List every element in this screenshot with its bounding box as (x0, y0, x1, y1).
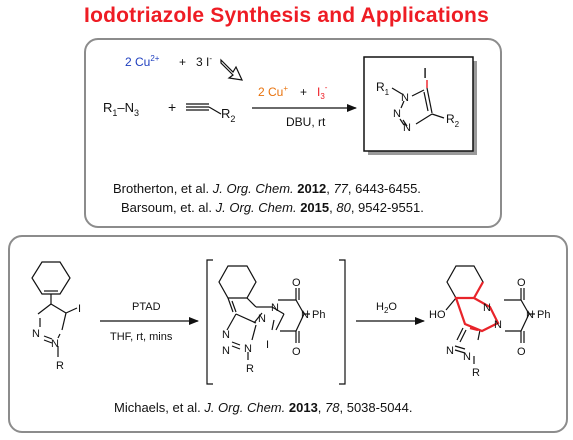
plus-sign: + (168, 99, 176, 115)
bottom-scheme-panel (8, 235, 568, 433)
conditions-label: DBU, rt (286, 115, 326, 129)
n-label: N (258, 313, 266, 325)
o-label: O (292, 277, 301, 289)
iodine-atom: I (423, 65, 427, 82)
ph-label: Ph (537, 309, 550, 321)
n-label: N (463, 351, 471, 363)
r-label: R (56, 360, 64, 372)
water-label: H2O (376, 301, 397, 315)
intermediate-structure (218, 265, 310, 360)
intermediate-brackets (206, 259, 346, 385)
n-label: N (483, 302, 491, 314)
cyclohexenyl-iodotriazole (31, 261, 78, 357)
iodotriazole-product: N N N I R1 R2 (363, 56, 477, 155)
iodo-label: I (78, 303, 81, 315)
iodide-label: 3 I- (196, 54, 212, 69)
page-title: Iodotriazole Synthesis and Applications (84, 4, 489, 27)
azide-reactant: R1–N3 (103, 100, 139, 118)
n-label: N (271, 302, 279, 314)
cu2-label: 2 Cu2+ (125, 54, 160, 69)
ptad-label: PTAD (132, 301, 161, 313)
cu-redox-equation: 2 Cu2+ + 3 I- (125, 54, 244, 81)
hollow-arrow-icon (220, 58, 244, 81)
n-label: N (526, 309, 534, 321)
ring-n1: N (401, 92, 409, 104)
n-label: N (494, 319, 502, 331)
o-label: O (517, 346, 526, 358)
n-label: N (222, 345, 230, 357)
alkyne-reactant: R2 (186, 103, 235, 124)
reference-michaels: Michaels, et al. J. Org. Chem. 2013, 78,… (114, 400, 413, 415)
cu-plus-reagent: 2 Cu+ (258, 84, 288, 99)
iodo-label: I (266, 339, 269, 351)
azide-formula: R1–N3 (103, 100, 139, 118)
product-labels: HO N N O N Ph O N N R (429, 277, 550, 379)
r2-group: R2 (446, 112, 460, 129)
n-label: N (222, 329, 230, 341)
ph-label: Ph (312, 309, 325, 321)
r1-group: R1 (376, 80, 390, 97)
n-label: N (244, 343, 252, 355)
n-label: N (301, 309, 309, 321)
o-label: O (517, 277, 526, 289)
o-label: O (292, 346, 301, 358)
top-scheme-panel (84, 38, 502, 228)
ptad-arrow: PTAD THF, rt, mins (100, 301, 199, 343)
thf-conditions: THF, rt, mins (110, 331, 173, 343)
n-label: N (51, 338, 59, 350)
alkyne-r2: R2 (221, 106, 235, 124)
water-arrow: H2O (356, 301, 425, 325)
r-label: R (472, 367, 480, 379)
highlighted-ring (454, 281, 500, 333)
ring-n3: N (403, 122, 411, 134)
triiodide-reagent: I3- (317, 83, 328, 101)
reference-barsoum: Barsoum, et. al. J. Org. Chem. 2015, 80,… (121, 200, 424, 215)
ho-label: HO (429, 309, 446, 321)
reference-brotherton: Brotherton, et al. J. Org. Chem. 2012, 7… (113, 181, 421, 196)
n-label: N (446, 345, 454, 357)
n-label: N (32, 328, 40, 340)
start-labels: I N N R (32, 303, 81, 372)
r-label: R (246, 363, 254, 375)
plus-sign: + (179, 55, 186, 69)
intermediate-labels: N N O N Ph O I N N N R (222, 277, 325, 375)
top-reaction-arrow: 2 Cu+ + I3- DBU, rt (252, 83, 357, 129)
ring-n2: N (393, 108, 401, 120)
plus-sign: + (300, 85, 307, 99)
